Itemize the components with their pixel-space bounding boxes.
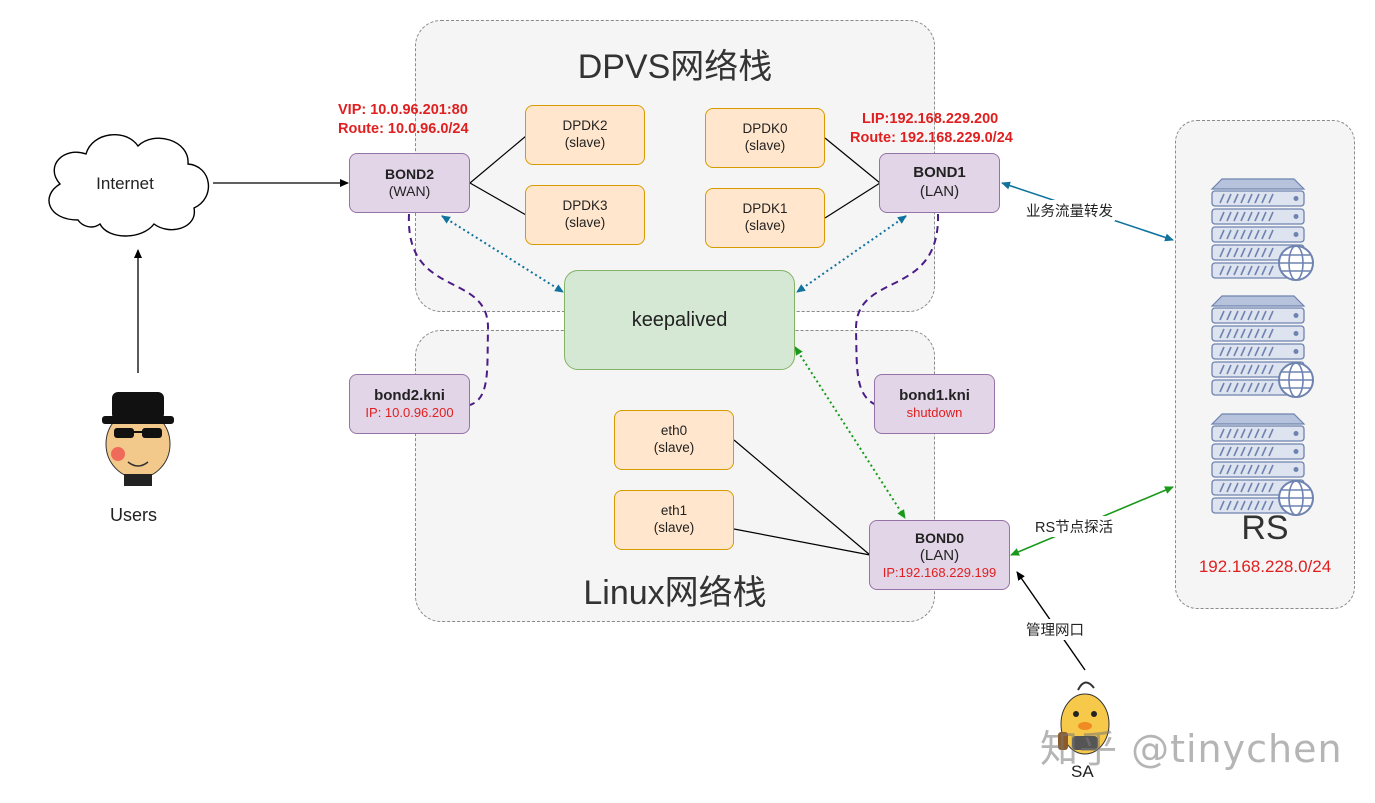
edge-label-mgmt-port: 管理网口 [1024, 619, 1086, 640]
rs-title: RS [1241, 509, 1289, 547]
edge-bond0-eth1 [733, 528, 871, 556]
edge-keepalived-bond0 [794, 346, 906, 519]
bond1-kni-node[interactable]: bond1.kni shutdown [874, 374, 995, 434]
rs-server-2 [1208, 292, 1323, 402]
linux-title: Linux网络栈 [583, 574, 767, 612]
edge-label-rs-healthcheck: RS节点探活 [1033, 516, 1116, 537]
bond1-route: Route: 192.168.229.0/24 [850, 130, 1013, 146]
eth1-name: eth1 [660, 503, 688, 519]
user-avatar-icon [102, 392, 174, 486]
edge-bond2-dpdk3 [469, 182, 527, 216]
keepalived-label: keepalived [631, 308, 728, 331]
users-avatar [98, 378, 178, 488]
eth0-role: (slave) [653, 440, 695, 455]
rs-subnet: 192.168.228.0/24 [1198, 557, 1332, 576]
edge-bond1-dpdk1 [824, 182, 881, 219]
server-globe-icon [1210, 295, 1314, 398]
edge-bond1-dpdk0 [824, 137, 881, 184]
bond1-kni-status: shutdown [906, 405, 963, 421]
bond2-kni-title: bond2.kni [374, 386, 445, 404]
cloud-icon [48, 133, 210, 237]
bond1-title: BOND1 [913, 164, 966, 182]
eth1-node[interactable]: eth1 (slave) [614, 490, 734, 550]
eth0-node[interactable]: eth0 (slave) [614, 410, 734, 470]
rs-server-3 [1208, 410, 1323, 520]
dpvs-title: DPVS网络栈 [577, 48, 773, 86]
dpdk3-node[interactable]: DPDK3 (slave) [525, 185, 645, 245]
bond2-node[interactable]: BOND2 (WAN) [349, 153, 470, 213]
bond0-title: BOND0 [914, 529, 964, 546]
bond2-title: BOND2 [384, 165, 434, 182]
watermark: 知乎 @tinychen [1040, 727, 1343, 771]
bond2-vip: VIP: 10.0.96.201:80 [338, 102, 468, 118]
edge-bond0-eth0 [733, 439, 871, 556]
dpdk1-node[interactable]: DPDK1 (slave) [705, 188, 825, 248]
dpdk0-name: DPDK0 [742, 121, 788, 137]
dpdk3-role: (slave) [564, 215, 606, 230]
bond2-route: Route: 10.0.96.0/24 [338, 121, 469, 137]
keepalived-node[interactable]: keepalived [564, 270, 795, 370]
sa-label: SA [1071, 762, 1094, 781]
dpdk1-role: (slave) [744, 218, 786, 233]
bond1-sub: (LAN) [919, 183, 960, 200]
server-globe-icon [1210, 178, 1314, 281]
dpdk2-name: DPDK2 [562, 118, 608, 134]
edge-bond2-dpdk2 [469, 135, 527, 184]
bond0-ip: IP:192.168.229.199 [882, 564, 997, 580]
eth0-name: eth0 [660, 423, 688, 439]
edge-bond1-bond1kni [854, 213, 940, 406]
bond1-kni-title: bond1.kni [899, 386, 970, 404]
eth1-role: (slave) [653, 520, 695, 535]
dpdk0-role: (slave) [744, 138, 786, 153]
dpdk2-node[interactable]: DPDK2 (slave) [525, 105, 645, 165]
server-globe-icon [1210, 413, 1314, 516]
edge-bond2-bond2kni [407, 213, 490, 406]
sa-avatar-icon [1058, 681, 1110, 755]
bond2-sub: (WAN) [388, 183, 431, 199]
edge-label-business-traffic: 业务流量转发 [1024, 200, 1115, 221]
bond1-lip: LIP:192.168.229.200 [862, 111, 999, 127]
bond2-kni-ip: IP: 10.0.96.200 [365, 405, 454, 421]
dpdk3-name: DPDK3 [562, 198, 608, 214]
dpdk2-role: (slave) [564, 135, 606, 150]
bond0-sub: (LAN) [919, 546, 960, 564]
edge-bond1-keepalived [796, 215, 907, 293]
edge-bond2-keepalived [441, 215, 564, 293]
bond2-kni-node[interactable]: bond2.kni IP: 10.0.96.200 [349, 374, 470, 434]
bond1-node[interactable]: BOND1 (LAN) [879, 153, 1000, 213]
rs-server-1 [1208, 175, 1323, 285]
sa-avatar [1050, 672, 1120, 762]
dpdk1-name: DPDK1 [742, 201, 788, 217]
internet-label: Internet [96, 174, 154, 193]
internet-cloud: Internet [30, 118, 220, 248]
dpdk0-node[interactable]: DPDK0 (slave) [705, 108, 825, 168]
users-label: Users [110, 505, 158, 525]
bond0-node[interactable]: BOND0 (LAN) IP:192.168.229.199 [869, 520, 1010, 590]
